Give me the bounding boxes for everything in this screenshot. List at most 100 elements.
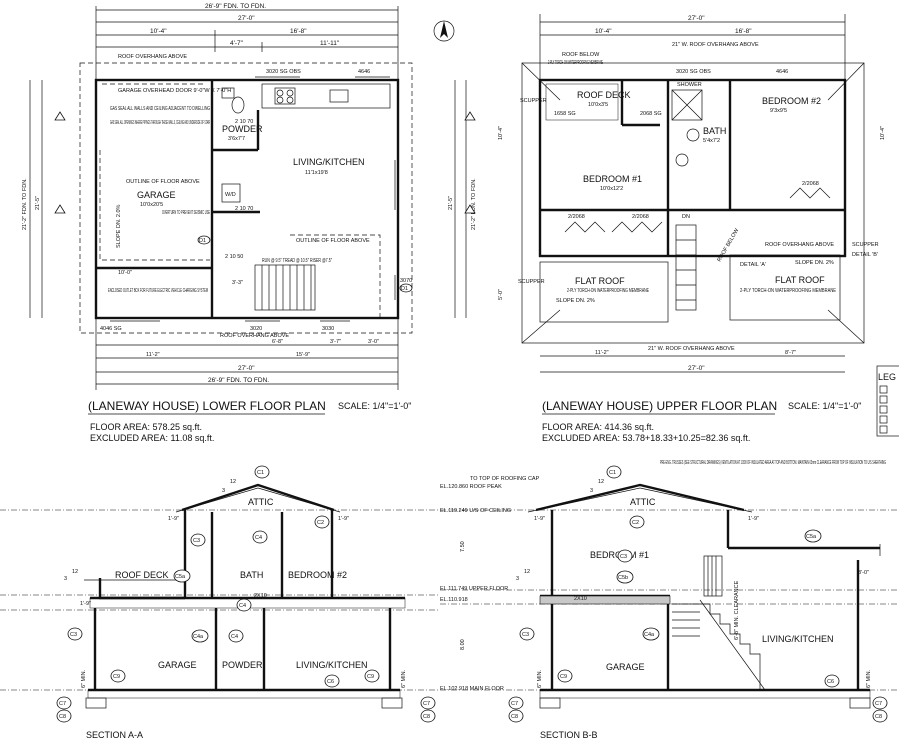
sec-a-garage: GARAGE — [158, 660, 197, 670]
up-bath: BATH — [703, 126, 726, 136]
sec-b-el1: EL.120.860 ROOF PEAK — [440, 484, 502, 490]
up-bedroom1-size: 10'0x12'2 — [600, 186, 623, 192]
sec-b-tag-c2: C2 — [632, 520, 639, 526]
sec-a-tag-c5a: C5a — [175, 574, 186, 580]
label-outline-floor2: OUTLINE OF FLOOR ABOVE — [296, 238, 370, 244]
up-dim-left-b: 5'-0" — [498, 289, 504, 300]
up-bedroom2-size: 9'3x9'5 — [770, 108, 787, 114]
up-flat-roof-right: FLAT ROOF — [775, 275, 825, 285]
label-slope: SLOPE DN. 2.0% — [116, 204, 122, 248]
upper-excluded-area: EXCLUDED AREA: 53.78+18.33+10.25=82.36 s… — [542, 433, 750, 443]
up-roof-below2: ROOF BELOW — [717, 227, 741, 263]
up-scupper3: SCUPPER — [852, 242, 879, 248]
lower-stair — [254, 264, 316, 311]
sec-b-h2: 8.00 — [460, 639, 466, 650]
label-powder-size: 3'6x7'7 — [228, 136, 245, 142]
lower-excluded-area: EXCLUDED AREA: 11.08 sq.ft. — [90, 433, 214, 443]
sec-b-attic: ATTIC — [630, 497, 656, 507]
up-flat-roof-left: FLAT ROOF — [575, 276, 625, 286]
up-closet2: 2/2068 — [632, 214, 649, 220]
dim-bot3a: 11'-2" — [146, 352, 160, 358]
sec-a-tag-c7-b: C7 — [423, 701, 430, 707]
sec-a-min2: 6" MIN. — [401, 669, 407, 688]
dim-bot1: 27'-0" — [238, 365, 255, 372]
section-a: ATTIC ROOF DECK BATH BEDROOM #2 GARAGE P… — [0, 465, 440, 740]
up-shower: SHOWER — [677, 82, 702, 88]
lower-floor-plan: 26'-9" FDN. TO FDN. 27'-0" 10'-4" 16'-8"… — [22, 3, 477, 443]
label-dim-10: 10'-0" — [118, 270, 132, 276]
sec-b-tag-c5b: C5b — [618, 575, 628, 581]
sec-b-tag-c7-b: C7 — [875, 701, 882, 707]
up-bedroom2: BEDROOM #2 — [762, 96, 821, 106]
sec-b-headroom: 6'-8" MIN. CLEARANCE — [734, 580, 740, 640]
sec-a-ovh2: 1'-9" — [338, 516, 349, 522]
up-bedroom1: BEDROOM #1 — [583, 174, 642, 184]
door-tag-d1: D1 — [199, 238, 206, 244]
up-dim-left-a: 10'-4" — [498, 126, 504, 140]
sec-a-pitch2: 3 — [222, 488, 225, 494]
label-stair: RUN @ 9.5" TREAD @ 10.5" RISER @7.5" — [262, 258, 332, 264]
sec-b-el4: EL.110.918 — [440, 597, 468, 603]
up-slope-left: SLOPE DN. 2% — [556, 298, 595, 304]
label-win-bl: 4046 SG — [100, 326, 122, 332]
legend-title: LEG — [878, 372, 896, 382]
sec-a-tag-c9: C9 — [113, 674, 120, 680]
upper-floor-area: FLOOR AREA: 414.36 sq.ft. — [542, 422, 654, 432]
sec-b-living: LIVING/KITCHEN — [762, 634, 834, 644]
sec-b-joist: 2X10 — [574, 596, 587, 602]
sec-b-to-top: TO TOP OF ROOFING CAP — [470, 476, 540, 482]
dim-bot4c: 3'-0" — [368, 339, 379, 345]
sec-b-truss: PRE-ENG. TRUSSES (SEE STRUCTURAL DRAWING… — [660, 460, 886, 466]
label-outline-floor1: OUTLINE OF FLOOR ABOVE — [126, 179, 200, 185]
up-flat-roof-right-note: 2-PLY TORCH-ON WATERPROOFING MEMBRANE — [740, 288, 836, 294]
sec-b-min1: 6" MIN. — [537, 669, 543, 688]
up-dim-top2b: 16'-8" — [735, 28, 752, 35]
sec-b-pitch4: 3 — [516, 576, 519, 582]
sec-a-tag-c8-b: C8 — [423, 714, 430, 720]
up-label-roof-below: ROOF BELOW — [562, 52, 600, 58]
sec-b-pitch2: 3 — [590, 488, 593, 494]
up-dim-bot2a: 11'-2" — [595, 350, 609, 356]
section-a-title: SECTION A-A — [86, 730, 143, 740]
up-closet3: 2/2068 — [802, 181, 819, 187]
up-window-r: 4646 — [776, 69, 788, 75]
sec-a-tag-c8: C8 — [59, 714, 66, 720]
sec-a-tag-c4-c: C4 — [231, 634, 238, 640]
sec-a-tag-c3: C3 — [193, 538, 200, 544]
up-roof-overhang: ROOF OVERHANG ABOVE — [765, 242, 834, 248]
sec-a-pitch4: 3 — [64, 576, 67, 582]
label-fh1: 2 10 70 — [235, 119, 253, 125]
up-dim-right-a: 10'-4" — [880, 126, 886, 140]
label-gas-seal1: GAS SEAL ALL WALLS AND CEILING ADJACENT … — [110, 106, 210, 112]
up-dim-bot3: 21" W. ROOF OVERHANG ABOVE — [648, 346, 735, 352]
dim-top4a: 4'-7" — [230, 40, 244, 47]
sec-a-tag-c4: C4 — [255, 535, 262, 541]
sec-a-tag-c1: C1 — [257, 470, 264, 476]
label-window-top: 3020 SG OBS — [266, 69, 301, 75]
up-window-top: 3020 SG OBS — [676, 69, 711, 75]
sec-a-living: LIVING/KITCHEN — [296, 660, 368, 670]
sec-b-tag-c3-b: C3 — [522, 632, 529, 638]
upper-stair — [675, 224, 697, 311]
sec-a-pitch: 12 — [230, 479, 236, 485]
label-fh2: 2 10 70 — [235, 206, 253, 212]
up-detail-b: DETAIL 'B' — [852, 252, 878, 258]
label-outlet: ENCLOSED OUTLET BOX FOR FUTURE ELECTRIC … — [108, 288, 208, 294]
sec-b-tag-c8-b: C8 — [875, 714, 882, 720]
sec-a-tag-c7: C7 — [59, 701, 66, 707]
sec-a-roof-deck: ROOF DECK — [115, 570, 169, 580]
up-bed1-win: 1658 SG — [554, 111, 576, 117]
sec-a-tag-c4a: C4a — [193, 634, 204, 640]
section-b: TO TOP OF ROOFING CAP EL.120.860 ROOF PE… — [440, 460, 899, 740]
dim-top1: 26'-9" FDN. TO FDN. — [205, 3, 266, 10]
sec-a-tag-c2: C2 — [317, 520, 324, 526]
dim-bot2: 26'-9" FDN. TO FDN. — [208, 377, 269, 384]
up-bed1-win2: 2068 SG — [640, 111, 662, 117]
up-dim-bot1: 27'-0" — [688, 365, 705, 372]
sec-b-tag-c8: C8 — [511, 714, 518, 720]
label-gas-seal2: GAS SEAL ALL OPENINGS WHERE PIPINGS THRO… — [110, 120, 210, 126]
dim-left1: 21'-2" FDN. TO FDN. — [22, 178, 28, 230]
upper-plan-title: (LANEWAY HOUSE) UPPER FLOOR PLAN — [542, 399, 777, 413]
sec-a-tag-c3-b: C3 — [70, 632, 77, 638]
